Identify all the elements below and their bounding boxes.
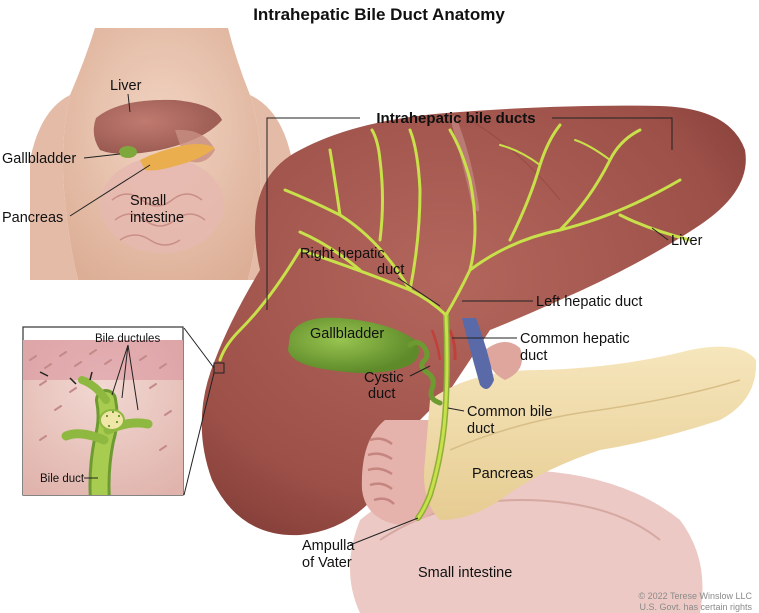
bile-duct-tree bbox=[218, 123, 692, 521]
copyright-line-2: U.S. Govt. has certain rights bbox=[639, 602, 752, 612]
label-inset-bile-duct: Bile duct bbox=[40, 473, 85, 485]
label-small-intestine: Small intestine bbox=[418, 565, 512, 581]
torso-pancreas bbox=[140, 144, 215, 171]
copyright-line-1: © 2022 Terese Winslow LLC bbox=[638, 591, 752, 601]
label-inset-bile-ductules: Bile ductules bbox=[95, 333, 160, 345]
page-title: Intrahepatic Bile Duct Anatomy bbox=[253, 5, 505, 24]
label-cystic-duct-2: duct bbox=[368, 386, 395, 402]
blood-vessels bbox=[430, 318, 494, 389]
label-gallbladder: Gallbladder bbox=[310, 326, 384, 342]
label-ampulla-1: Ampulla bbox=[302, 538, 355, 554]
label-ampulla-2: of Vater bbox=[302, 555, 352, 571]
label-common-bile-duct-1: Common bile bbox=[467, 404, 552, 420]
cystic-duct-shape bbox=[407, 339, 443, 406]
label-common-hepatic-duct-2: duct bbox=[520, 348, 547, 364]
label-right-hepatic-duct-1: Right hepatic bbox=[300, 246, 385, 262]
label-torso-gallbladder: Gallbladder bbox=[2, 151, 76, 167]
gallbladder-organ bbox=[288, 317, 443, 406]
label-pancreas: Pancreas bbox=[472, 466, 533, 482]
label-left-hepatic-duct: Left hepatic duct bbox=[536, 294, 642, 310]
label-cystic-duct-1: Cystic bbox=[364, 370, 403, 386]
label-torso-small-1: Small bbox=[130, 193, 166, 209]
label-right-hepatic-duct-2: duct bbox=[377, 262, 404, 278]
label-torso-liver: Liver bbox=[110, 78, 142, 94]
label-intrahepatic-bile-ducts: Intrahepatic bile ducts bbox=[376, 110, 535, 127]
inset-box: Bile ductules Bile duct bbox=[22, 326, 225, 496]
torso-gallbladder bbox=[119, 146, 137, 158]
label-liver: Liver bbox=[671, 233, 703, 249]
torso-figure: Liver Gallbladder Pancreas Small intesti… bbox=[2, 28, 292, 280]
label-torso-small-2: intestine bbox=[130, 210, 184, 226]
label-common-hepatic-duct-1: Common hepatic bbox=[520, 331, 630, 347]
annotations: Intrahepatic bile ducts Liver Right hepa… bbox=[266, 110, 703, 581]
label-torso-pancreas: Pancreas bbox=[2, 210, 63, 226]
pancreas-organ bbox=[424, 341, 757, 520]
label-common-bile-duct-2: duct bbox=[467, 421, 494, 437]
